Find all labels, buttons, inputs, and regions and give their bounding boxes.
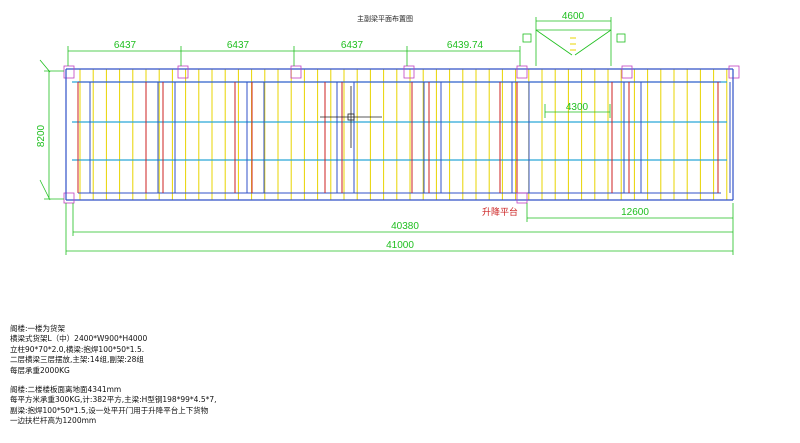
dimension-lines — [39, 17, 734, 255]
column-box — [403, 65, 415, 79]
column-box — [290, 65, 302, 79]
column-box — [516, 192, 528, 204]
note-line: 一边扶栏杆高为1200mm — [10, 416, 97, 426]
column-box — [177, 65, 189, 79]
lift-platform-label: 升降平台 — [482, 206, 518, 218]
dim-mark — [39, 179, 51, 201]
note-line: 立柱90*70*2.0,横梁:抱焊100*50*1.5. — [10, 344, 145, 354]
note-line: 每层承重2000KG — [10, 365, 70, 375]
column-box — [621, 65, 633, 79]
column-box — [63, 65, 75, 79]
note-line: 每平方米承重300KG,计:382平方,主梁:H型钢198*99*4.5*7, — [10, 395, 217, 405]
dim-mark — [39, 59, 51, 73]
note-line: 二层横梁三层摆放,主架:14组,副架:28组 — [10, 355, 144, 365]
dim-height: 8200 — [36, 124, 47, 147]
dim-seg1: 6437 — [114, 40, 137, 51]
dim-seg4: 6439.74 — [447, 40, 484, 51]
dim-top: 4600 — [562, 11, 585, 22]
dim-box — [616, 33, 626, 43]
note-line: 阁楼:一楼为货架 — [10, 324, 66, 333]
dim-total: 41000 — [386, 240, 414, 251]
dim-lift-span: 12600 — [621, 207, 649, 218]
notch-line — [535, 29, 573, 56]
dim-box — [522, 33, 532, 43]
cad-crosshair-icon — [320, 86, 382, 148]
dim-seg2: 6437 — [227, 40, 250, 51]
dim-width-inner: 4300 — [566, 102, 589, 113]
beam-grid — [63, 65, 740, 204]
note-line: 阁楼:二楼楼板面离地面4341mm — [10, 385, 122, 395]
note-line: 横梁式货架L（中）2400*W900*H4000 — [10, 334, 148, 344]
drawing-title: 主副梁平面布置图 — [357, 14, 413, 23]
notch-line — [574, 29, 612, 56]
column-box — [516, 65, 528, 79]
dim-inner-total: 40380 — [391, 221, 419, 232]
column-box — [63, 192, 75, 204]
notes-block: 阁楼:一楼为货架 横梁式货架L（中）2400*W900*H4000 立柱90*7… — [10, 324, 217, 427]
column-box — [728, 65, 740, 79]
dim-seg3: 6437 — [341, 40, 364, 51]
note-line: 副梁:抱焊100*50*1.5,设一处平开门用于升降平台上下货物 — [10, 405, 209, 415]
